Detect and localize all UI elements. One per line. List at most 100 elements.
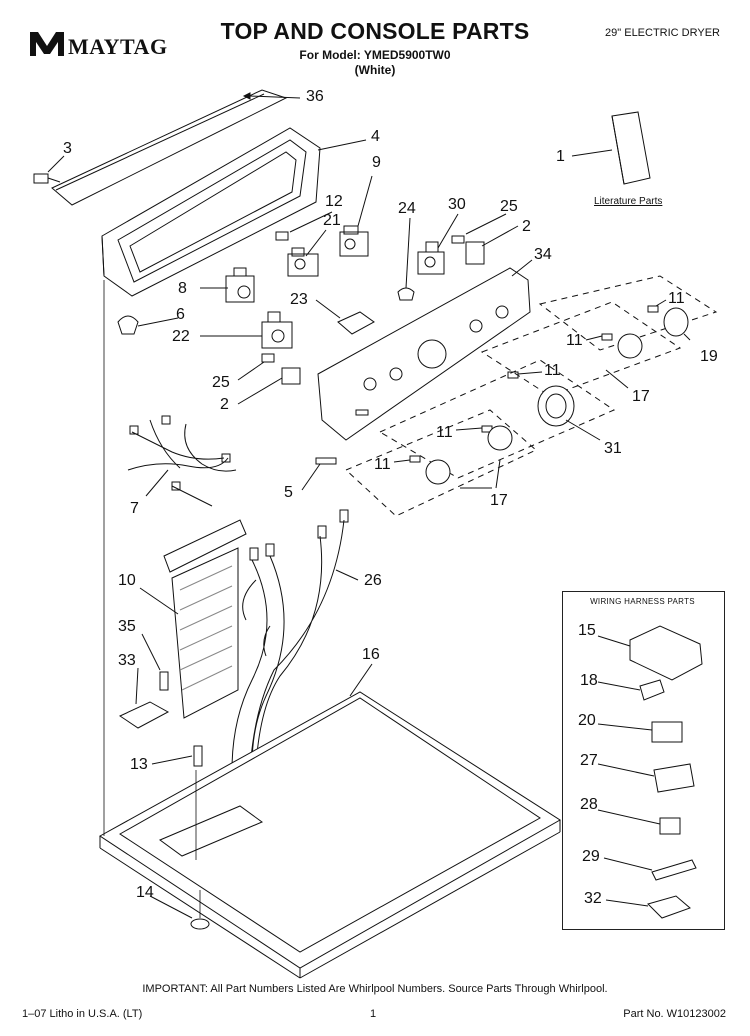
- page-number: 1: [370, 1008, 377, 1020]
- callout-17b: 17: [490, 492, 508, 509]
- part-11-spring-a: [648, 306, 658, 312]
- model-number: For Model: YMED5900TW0: [299, 48, 451, 62]
- callout-2a: 2: [522, 218, 531, 235]
- part-4-console-end-cap: [102, 128, 320, 296]
- callout-15: 15: [578, 622, 596, 639]
- part-20-connector: [652, 722, 682, 742]
- part-13-screw: [194, 746, 202, 766]
- callout-17a: 17: [632, 388, 650, 405]
- callout-21: 21: [323, 212, 341, 229]
- callout-25a: 25: [500, 198, 518, 215]
- callout-11d: 11: [436, 424, 453, 441]
- callout-29: 29: [582, 848, 600, 865]
- part-8-switch: [226, 268, 254, 302]
- part-30-switch: [418, 242, 444, 274]
- page-title: TOP AND CONSOLE PARTS: [220, 18, 530, 44]
- part-17-knob-b: [488, 426, 512, 450]
- part-6-clip: [118, 316, 138, 334]
- callout-3: 3: [63, 140, 72, 157]
- part-11-spring-b: [602, 334, 612, 340]
- callout-2b: 2: [220, 396, 229, 413]
- part-17-knob-c: [426, 460, 450, 484]
- part-15-connector: [630, 626, 702, 680]
- part-27-connector: [654, 764, 694, 792]
- literature-parts-label: Literature Parts: [594, 196, 663, 207]
- part-17-knob-a: [618, 334, 642, 358]
- part-19-knob: [664, 308, 688, 336]
- part-36-console-back-panel: [52, 90, 286, 205]
- callout-11c: 11: [544, 362, 561, 379]
- part-23-board: [338, 312, 374, 334]
- color-variant: (White): [354, 63, 396, 77]
- callout-22: 22: [172, 328, 190, 345]
- part-2b-bracket: [282, 368, 300, 384]
- maytag-emblem-icon: [30, 32, 64, 56]
- callout-34: 34: [534, 246, 552, 263]
- callout-9: 9: [372, 154, 381, 171]
- part-32-connector: [648, 896, 690, 918]
- callout-13: 13: [130, 756, 148, 773]
- part-22-switch: [262, 312, 292, 348]
- maytag-logo: MAYTAG: [28, 28, 188, 64]
- alignment-lines: [104, 280, 200, 918]
- part-5-strip: [316, 458, 336, 464]
- part-10-lint-screen-housing: [164, 520, 246, 718]
- callout-12: 12: [325, 193, 343, 210]
- brand-name: MAYTAG: [68, 34, 168, 59]
- callout-4: 4: [371, 128, 380, 145]
- callout-1: 1: [556, 148, 565, 165]
- callout-16: 16: [362, 646, 380, 663]
- callout-8: 8: [178, 280, 187, 297]
- litho-info: 1–07 Litho in U.S.A. (LT): [22, 1008, 143, 1020]
- part-31-timer-knob: [538, 386, 574, 426]
- harness-parts-drawings: [598, 626, 702, 918]
- callout-26: 26: [364, 572, 382, 589]
- callout-19: 19: [700, 348, 718, 365]
- callout-11a: 11: [668, 290, 685, 307]
- part-24-clip: [398, 288, 414, 300]
- part-9-switch: [340, 226, 368, 256]
- wiring-harness-title: WIRING HARNESS PARTS: [590, 597, 695, 606]
- callout-11e: 11: [374, 456, 391, 473]
- callout-31: 31: [604, 440, 622, 457]
- part-29-terminal: [652, 860, 696, 880]
- callout-5: 5: [284, 484, 293, 501]
- part-number: Part No. W10123002: [623, 1008, 726, 1020]
- callout-24: 24: [398, 200, 416, 217]
- callout-33: 33: [118, 652, 136, 669]
- part-11-spring-e: [410, 456, 420, 462]
- callout-14: 14: [136, 884, 154, 901]
- part-35-screw: [160, 672, 168, 690]
- part-3-screw: [34, 174, 60, 183]
- callout-6: 6: [176, 306, 185, 323]
- part-34-console-panel: [318, 268, 530, 440]
- callout-30: 30: [448, 196, 466, 213]
- wiring-harness-parts-box: [562, 591, 725, 930]
- callout-28: 28: [580, 796, 598, 813]
- callout-27: 27: [580, 752, 598, 769]
- callout-20: 20: [578, 712, 596, 729]
- callout-36: 36: [306, 88, 324, 105]
- part-2-bracket: [466, 242, 484, 264]
- part-33-bracket: [120, 702, 168, 728]
- callout-23: 23: [290, 291, 308, 308]
- part-21-switch: [276, 232, 318, 276]
- part-26-wire-bundle: [232, 510, 348, 770]
- part-25b-screw: [262, 354, 274, 362]
- part-25-screw: [452, 236, 464, 243]
- part-16-top-panel: [100, 692, 560, 978]
- product-type: 29" ELECTRIC DRYER: [605, 27, 720, 39]
- important-note: IMPORTANT: All Part Numbers Listed Are W…: [142, 983, 608, 995]
- part-14-bumper: [191, 919, 209, 929]
- part-18-clip: [640, 680, 664, 700]
- callout-35: 35: [118, 618, 136, 635]
- part-11-spring-c: [508, 372, 518, 378]
- callout-7: 7: [130, 500, 139, 517]
- part-28-connector: [660, 818, 680, 834]
- callout-11b: 11: [566, 332, 583, 349]
- callout-32: 32: [584, 890, 602, 907]
- callout-18: 18: [580, 672, 598, 689]
- part-7-wire-harness: [128, 416, 236, 506]
- callout-10: 10: [118, 572, 136, 589]
